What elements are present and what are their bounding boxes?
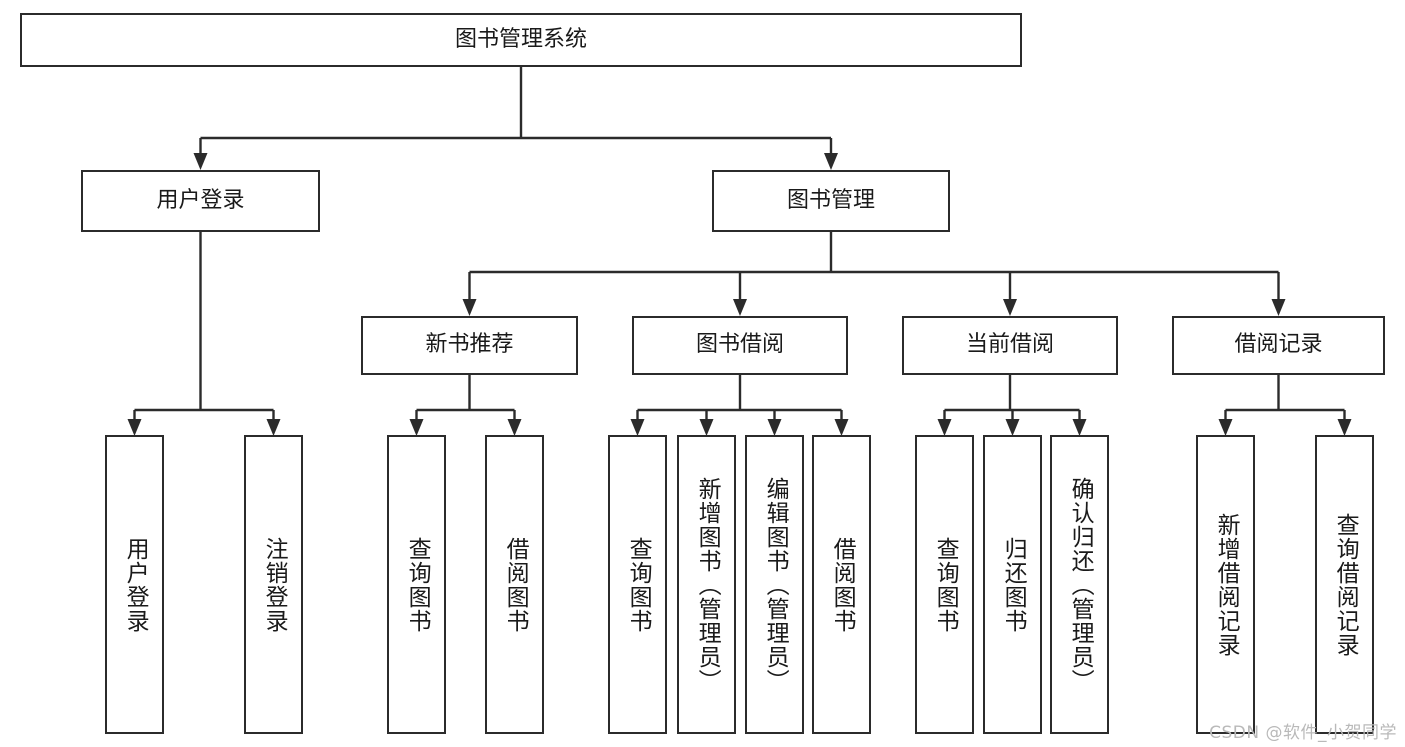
arrow-head-icon bbox=[1003, 299, 1017, 316]
node-label: 用户登录 bbox=[122, 536, 149, 633]
node-label: 当前借阅 bbox=[965, 332, 1054, 358]
node-level3-2[interactable]: 当前借阅 bbox=[902, 316, 1118, 375]
arrow-head-icon bbox=[507, 419, 522, 436]
arrow-head-icon bbox=[937, 419, 952, 436]
arrow-head-icon bbox=[699, 419, 714, 436]
arrow-head-icon bbox=[834, 419, 849, 436]
node-label: 归还图书 bbox=[1000, 536, 1027, 633]
node-level3-1[interactable]: 图书借阅 bbox=[632, 316, 848, 375]
node-leaf-10[interactable]: 确认归还（管理员） bbox=[1050, 435, 1109, 734]
node-leaf-1[interactable]: 注销登录 bbox=[244, 435, 303, 734]
node-leaf-12[interactable]: 查询借阅记录 bbox=[1315, 435, 1374, 734]
node-label: 用户登录 bbox=[156, 187, 245, 213]
arrow-head-icon bbox=[462, 299, 477, 316]
arrow-head-icon bbox=[409, 419, 424, 436]
node-level2-1[interactable]: 图书管理 bbox=[712, 170, 950, 232]
watermark-text: CSDN @软件_小贺同学 bbox=[1209, 723, 1397, 743]
node-label: 注销登录 bbox=[261, 536, 288, 633]
node-level3-0[interactable]: 新书推荐 bbox=[361, 316, 578, 375]
node-label: 查询图书 bbox=[932, 536, 959, 633]
arrow-head-icon bbox=[733, 299, 747, 316]
node-leaf-3[interactable]: 借阅图书 bbox=[485, 435, 544, 734]
arrow-head-icon bbox=[1072, 419, 1087, 436]
node-root[interactable]: 图书管理系统 bbox=[20, 13, 1022, 67]
node-label: 确认归还（管理员） bbox=[1067, 476, 1094, 693]
arrow-head-icon bbox=[767, 419, 782, 436]
node-label: 查询图书 bbox=[625, 536, 652, 633]
node-level3-3[interactable]: 借阅记录 bbox=[1172, 316, 1385, 375]
arrow-head-icon bbox=[1218, 419, 1233, 436]
node-label: 查询图书 bbox=[404, 536, 431, 633]
node-label: 新增借阅记录 bbox=[1213, 512, 1240, 657]
node-leaf-2[interactable]: 查询图书 bbox=[387, 435, 446, 734]
arrow-head-icon bbox=[1271, 299, 1286, 316]
node-label: 图书管理系统 bbox=[454, 26, 587, 52]
node-leaf-0[interactable]: 用户登录 bbox=[105, 435, 164, 734]
arrow-head-icon bbox=[824, 153, 838, 170]
node-label: 新增图书（管理员） bbox=[694, 476, 721, 693]
node-label: 图书借阅 bbox=[695, 332, 784, 358]
node-leaf-6[interactable]: 编辑图书（管理员） bbox=[745, 435, 804, 734]
node-label: 借阅图书 bbox=[502, 536, 529, 633]
arrow-head-icon bbox=[1337, 419, 1352, 436]
arrow-head-icon bbox=[193, 153, 208, 170]
node-level2-0[interactable]: 用户登录 bbox=[81, 170, 320, 232]
arrow-head-icon bbox=[1005, 419, 1020, 436]
node-leaf-9[interactable]: 归还图书 bbox=[983, 435, 1042, 734]
node-label: 编辑图书（管理员） bbox=[762, 476, 789, 693]
node-leaf-8[interactable]: 查询图书 bbox=[915, 435, 974, 734]
node-label: 借阅图书 bbox=[829, 536, 856, 633]
node-label: 新书推荐 bbox=[425, 332, 514, 358]
arrow-head-icon bbox=[266, 419, 281, 436]
arrow-head-icon bbox=[630, 419, 645, 436]
node-label: 借阅记录 bbox=[1234, 332, 1323, 358]
node-leaf-11[interactable]: 新增借阅记录 bbox=[1196, 435, 1255, 734]
node-leaf-7[interactable]: 借阅图书 bbox=[812, 435, 871, 734]
arrow-head-icon bbox=[127, 419, 142, 436]
node-leaf-5[interactable]: 新增图书（管理员） bbox=[677, 435, 736, 734]
node-label: 查询借阅记录 bbox=[1332, 512, 1359, 657]
node-leaf-4[interactable]: 查询图书 bbox=[608, 435, 667, 734]
node-label: 图书管理 bbox=[786, 187, 875, 213]
